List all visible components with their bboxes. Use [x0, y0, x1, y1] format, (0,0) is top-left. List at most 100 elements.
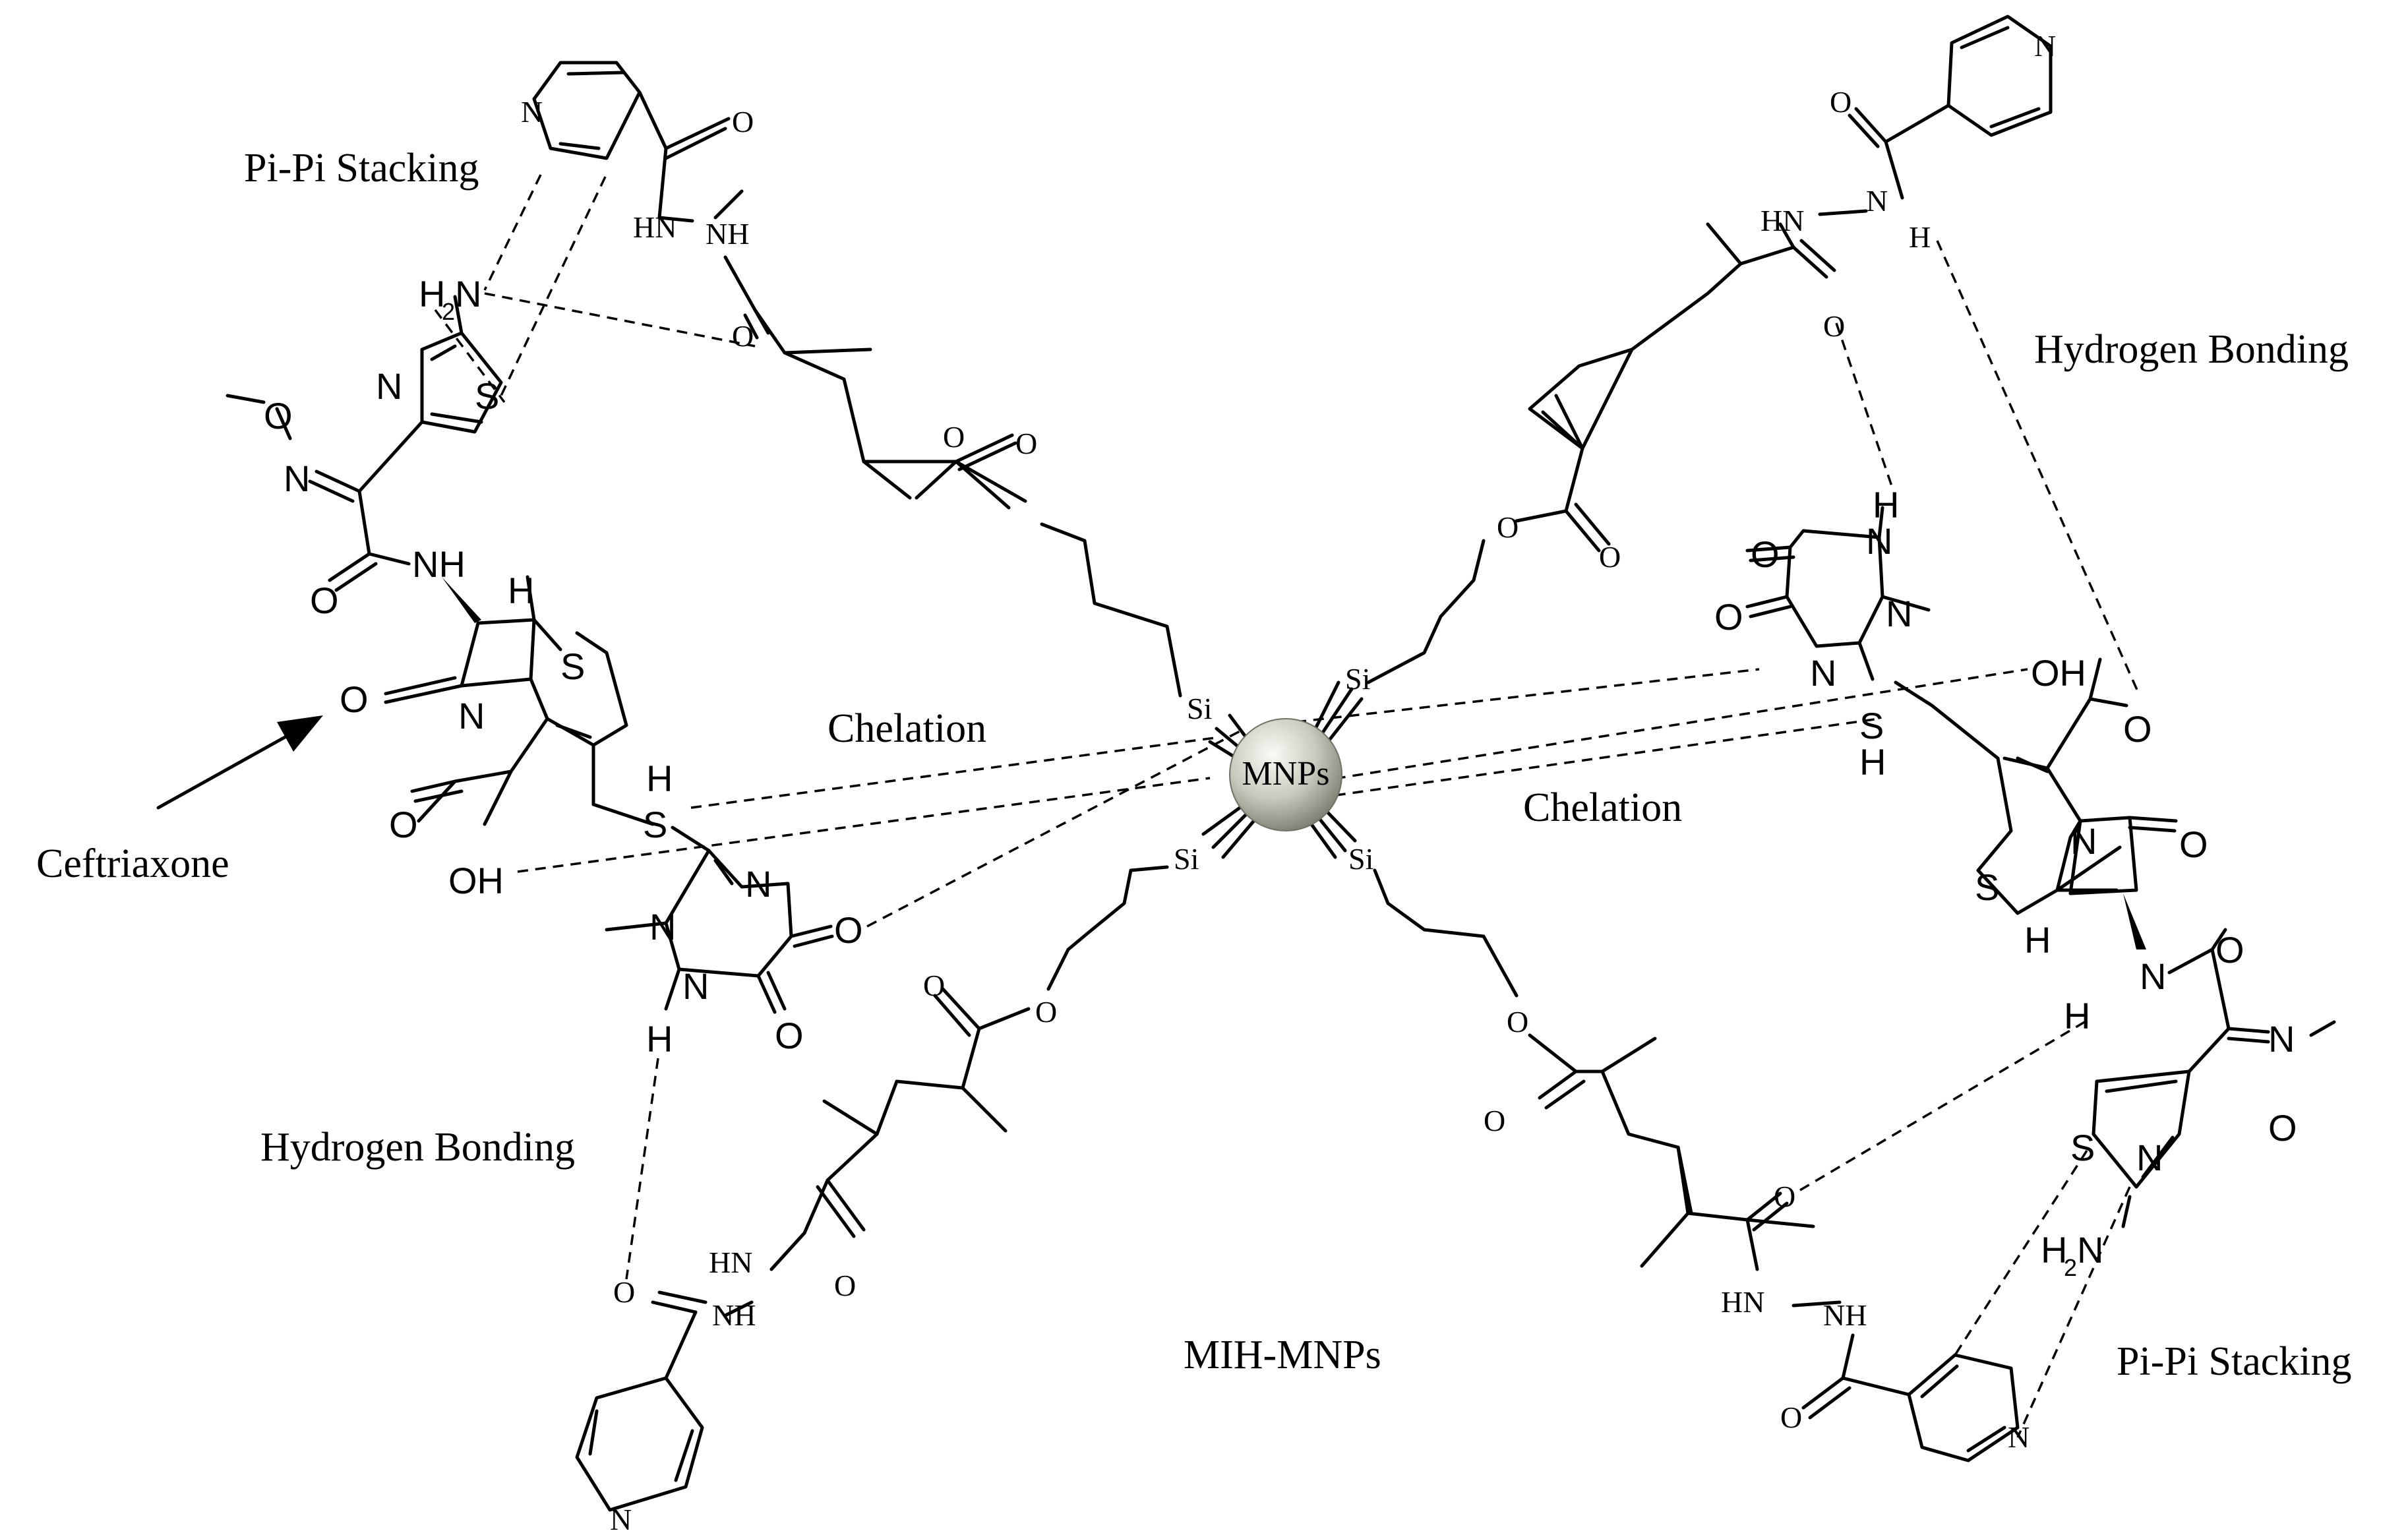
text-labels: Pi-Pi Stacking Hydrogen Bonding Chelatio…	[36, 146, 2352, 1384]
o-atom: O	[264, 395, 293, 436]
subscript-2: 2	[442, 298, 455, 325]
h-atom: H	[646, 1018, 673, 1060]
si-atom-bottom-right: Si	[1348, 842, 1373, 876]
h-atom: H	[2064, 995, 2090, 1037]
h-atom: H	[2041, 1229, 2067, 1271]
o-atom: O	[2179, 824, 2208, 865]
n-atom: N	[284, 458, 310, 499]
n-atom: N	[610, 1503, 632, 1535]
n-atom: N	[1866, 520, 1892, 562]
h-atom: H	[1873, 484, 1899, 526]
o-atom: O	[834, 1269, 856, 1302]
o-atom: O	[1015, 427, 1037, 460]
arm-top-right: O O O HN N H O N	[1366, 15, 2056, 684]
arm-bottom-left: O O O HN NH O N	[575, 865, 1169, 1535]
o-atom: O	[2123, 708, 2152, 750]
si-atom-bottom-left: Si	[1174, 842, 1199, 876]
pi-stacking-label-bottom: Pi-Pi Stacking	[2117, 1339, 2352, 1384]
arm-bottom-right: O O O HN NH O N	[1373, 868, 2030, 1462]
oh-atom: OH	[448, 860, 504, 901]
o-atom: O	[310, 580, 339, 621]
si-atom-top-right: Si	[1345, 662, 1370, 696]
h-atom: H	[1859, 741, 1886, 783]
o-atom: O	[1484, 1104, 1505, 1137]
ceftriaxone-right: OH S H O N O S H N H O N O S N H 2 N	[1859, 652, 2336, 1281]
hn-atom: HN	[633, 210, 677, 244]
n-atom: N	[682, 965, 709, 1007]
subscript-2: 2	[2064, 1254, 2077, 1281]
o-atom: O	[943, 420, 965, 454]
wedge-bond	[442, 577, 481, 623]
o-atom: O	[834, 909, 863, 951]
o-atom: O	[1780, 1400, 1802, 1434]
chelation-label-left: Chelation	[828, 706, 986, 751]
n-atom: N	[1886, 593, 1912, 634]
hydrogen-bonding-label-bottom: Hydrogen Bonding	[260, 1125, 575, 1170]
n-atom: N	[1810, 652, 1836, 694]
o-atom: O	[1823, 309, 1845, 343]
hn-atom: HN	[1721, 1285, 1764, 1319]
mih-mnps-label: MIH-MNPs	[1184, 1333, 1381, 1377]
o-atom: O	[1751, 533, 1780, 575]
o-atom: O	[1497, 510, 1519, 544]
nh-atom: NH	[1823, 1298, 1867, 1332]
o-atom: O	[923, 969, 945, 1002]
n-atom: N	[455, 273, 481, 315]
o-atom: O	[775, 1015, 804, 1056]
s-atom: S	[1975, 866, 1999, 908]
n-atom: N	[1866, 184, 1888, 218]
arm-top-left: O O O NH HN O N	[521, 61, 1182, 698]
nh-atom: NH	[712, 1298, 756, 1332]
interaction-lines	[434, 174, 2141, 1438]
h-atom: H	[2024, 919, 2051, 961]
o-atom: O	[2268, 1107, 2297, 1149]
wedge-bond	[2123, 893, 2146, 949]
si-bonds	[1201, 680, 1364, 859]
n-atom: N	[2268, 1018, 2295, 1060]
o-atom: O	[1599, 540, 1621, 574]
o-atom: O	[389, 804, 418, 845]
o-atom: O	[613, 1275, 635, 1309]
n-atom: N	[458, 695, 485, 737]
n-atom: N	[2136, 1137, 2163, 1178]
hydrogen-bonding-label-top: Hydrogen Bonding	[2034, 327, 2349, 372]
o-atom: O	[732, 105, 754, 138]
n-atom: N	[745, 863, 771, 905]
o-atom: O	[1714, 596, 1743, 638]
nh-atom: NH	[412, 543, 466, 585]
mnp-core-group: MNPs Si Si Si Si	[1174, 662, 1373, 876]
n-atom: N	[521, 95, 543, 129]
o-atom: O	[2215, 929, 2244, 971]
s-atom: S	[2070, 1127, 2095, 1168]
ceftriaxone-left: H 2 N N S O N O NH H S N O O OH S H	[156, 273, 711, 901]
o-atom: O	[1507, 1005, 1528, 1038]
pi-stacking-label-top: Pi-Pi Stacking	[244, 146, 479, 191]
h-atom: H	[508, 570, 534, 611]
chelation-label-right: Chelation	[1523, 785, 1682, 830]
s-atom: S	[1859, 705, 1884, 746]
o-atom: O	[1035, 995, 1057, 1029]
s-atom: S	[560, 646, 585, 687]
nh-atom: NH	[706, 217, 749, 251]
o-atom: O	[732, 319, 754, 353]
o-atom: O	[1774, 1180, 1795, 1213]
n-atom: N	[649, 906, 676, 948]
s-atom: S	[643, 804, 667, 845]
triazine-right: O O N N N H	[1714, 484, 1931, 694]
n-atom: N	[2070, 820, 2097, 862]
mnp-core-label: MNPs	[1242, 755, 1330, 793]
triazine-left: N O O N N H	[605, 849, 863, 1060]
oh-atom: OH	[2031, 652, 2086, 694]
n-atom: N	[2077, 1229, 2103, 1271]
n-atom: N	[376, 365, 402, 407]
h-atom: H	[646, 758, 673, 799]
hn-atom: HN	[709, 1246, 752, 1279]
s-atom: S	[475, 375, 499, 417]
mnp-core-sphere	[1229, 718, 1342, 831]
h-atom: H	[419, 273, 445, 315]
hn-atom: HN	[1761, 204, 1804, 237]
n-atom: N	[2140, 955, 2166, 997]
o-atom: O	[1830, 85, 1851, 119]
n-atom: N	[2034, 29, 2056, 63]
